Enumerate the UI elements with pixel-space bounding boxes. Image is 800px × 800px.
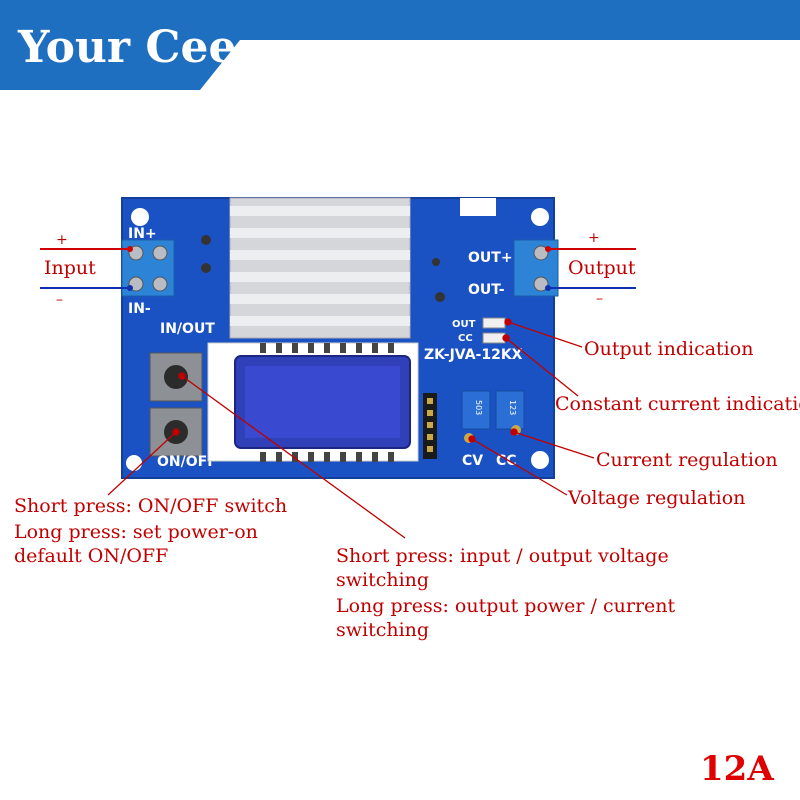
brand-banner: Your Cee — [0, 0, 800, 90]
callout-inout-line4: switching — [336, 619, 429, 641]
input-minus-sign: – — [56, 292, 63, 308]
mount-hole-tr — [531, 208, 549, 226]
pcb-label-out-plus: OUT+ — [468, 250, 513, 266]
output-wires — [545, 246, 636, 291]
mount-hole-tl — [131, 208, 149, 226]
pcb-label-cv: CV — [462, 453, 483, 469]
pcb-label-in-out: IN/OUT — [160, 321, 215, 337]
pin-header — [423, 393, 437, 459]
callout-inout-line1: Short press: input / output voltage — [336, 545, 669, 567]
mount-hole-bl — [126, 455, 142, 471]
callout-inout-line3: Long press: output power / current — [336, 595, 676, 617]
callout-output-indication: Output indication — [584, 338, 753, 360]
input-label: Input — [44, 257, 96, 279]
pcb-board: IN+ IN- IN/OUT OUT+ OUT- OUT CC ZK-JVA-1… — [121, 197, 559, 479]
input-plus-sign: + — [56, 232, 68, 248]
voltage-potentiometer[interactable]: 503 — [461, 390, 491, 443]
callout-onoff-line3: default ON/OFF — [14, 545, 168, 567]
lcd-display — [207, 342, 419, 462]
pcb-label-led-out: OUT — [452, 319, 476, 330]
pcb-label-out-minus: OUT- — [468, 282, 505, 298]
current-potentiometer[interactable]: 123 — [495, 390, 525, 435]
callout-lines — [107, 318, 595, 539]
callout-inout-line2: switching — [336, 569, 429, 591]
brand-name: Your Cee — [17, 22, 236, 73]
callout-onoff-line2: Long press: set power-on — [14, 521, 258, 543]
in-out-button[interactable] — [149, 352, 203, 402]
pot-code-voltage: 503 — [474, 400, 483, 415]
led-out — [482, 317, 506, 329]
pcb-label-led-cc: CC — [458, 333, 473, 344]
pot-code-current: 123 — [508, 400, 517, 415]
pcb-label-cc: CC — [496, 453, 517, 469]
led-cc — [482, 332, 506, 344]
output-label: Output — [568, 257, 636, 279]
pcb-label-in-plus: IN+ — [128, 226, 157, 242]
heatsink — [229, 197, 411, 339]
current-rating-label: 12A — [700, 749, 774, 789]
pcb-label-on-off: ON/OFF — [157, 454, 217, 470]
pcb-label-in-minus: IN- — [128, 301, 151, 317]
callout-voltage-regulation: Voltage regulation — [567, 487, 745, 509]
input-wires — [40, 246, 133, 291]
output-minus-sign: – — [596, 291, 603, 307]
pcb-model-label: ZK-JVA-12KX — [424, 347, 523, 363]
callout-constant-current-indication: Constant current indication — [555, 393, 800, 415]
callout-current-regulation: Current regulation — [596, 449, 778, 471]
mount-hole-br — [531, 451, 549, 469]
output-plus-sign: + — [588, 230, 600, 246]
callout-onoff-line1: Short press: ON/OFF switch — [14, 495, 287, 517]
